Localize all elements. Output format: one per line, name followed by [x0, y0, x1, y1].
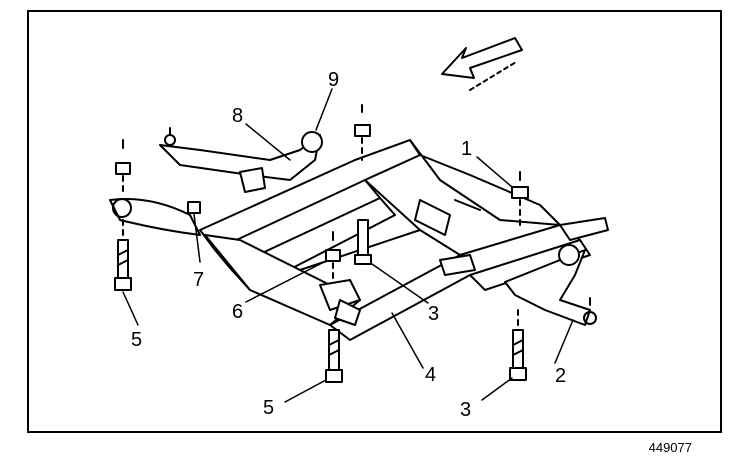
callout-2: 2: [555, 365, 566, 387]
fasteners: [114, 104, 529, 383]
direction-arrow-icon: [441, 37, 523, 91]
nut-9-icon: [354, 124, 371, 137]
callout-6: 6: [232, 301, 243, 323]
nut-7-icon: [187, 201, 201, 214]
bolt-3-lower-icon: [512, 329, 524, 369]
callout-4: 4: [425, 364, 436, 386]
rear-nut-icon: [115, 162, 131, 175]
callout-5-lower: 5: [263, 397, 274, 419]
callout-8: 8: [232, 105, 243, 127]
callout-7: 7: [193, 269, 204, 291]
left-lower-control-arm: [159, 127, 323, 193]
nut-1-icon: [511, 186, 529, 199]
nut-6-icon: [325, 249, 341, 262]
diagram-frame: [27, 10, 722, 433]
callout-3-upper: 3: [428, 303, 439, 325]
leader-lines: [122, 88, 574, 403]
callout-9: 9: [328, 69, 339, 91]
engine-cradle: [109, 139, 591, 341]
callout-3-lower: 3: [460, 399, 471, 421]
figure-number: 449077: [648, 440, 692, 455]
bolt-3-upper-icon: [357, 219, 369, 256]
callout-5-left: 5: [131, 329, 142, 351]
bolt-5-left-icon: [117, 239, 129, 279]
callout-1: 1: [461, 138, 472, 160]
right-lower-control-arm: [504, 217, 609, 326]
